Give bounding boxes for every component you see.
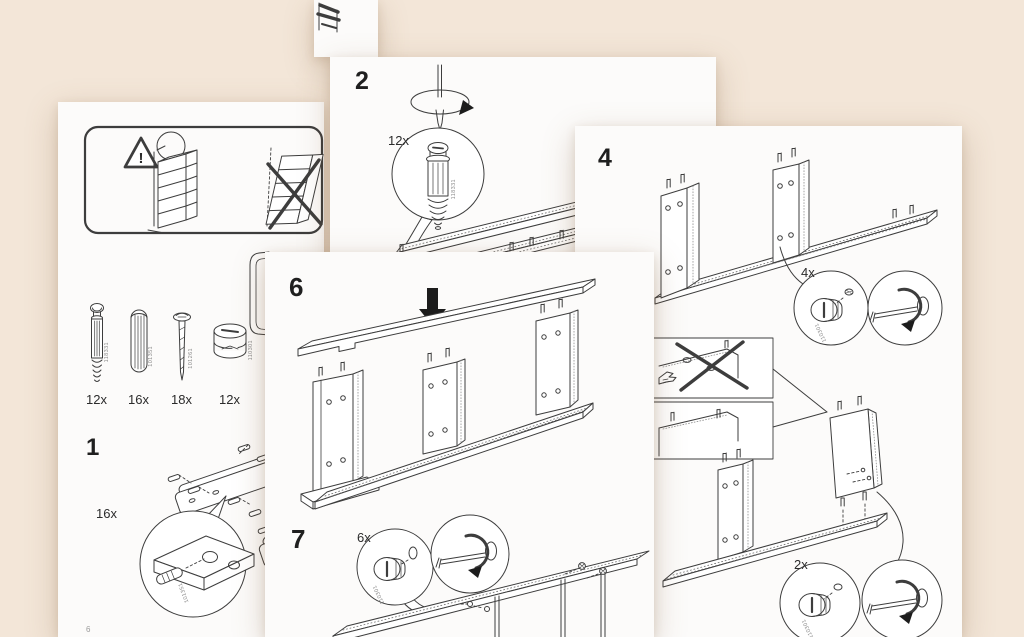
upright-bookcase-drawing bbox=[147, 131, 198, 234]
top-panel-floating bbox=[297, 278, 596, 357]
screw-icon bbox=[173, 312, 191, 381]
step4-lower-drawing bbox=[662, 395, 904, 589]
rail-studs bbox=[399, 224, 582, 253]
inset-wrong-panel bbox=[658, 339, 749, 392]
floating-divider-panel bbox=[829, 395, 883, 507]
step7-drawing bbox=[332, 550, 650, 637]
cam-lock-icon bbox=[213, 323, 247, 359]
base-rail bbox=[314, 402, 594, 510]
step4-callout-bottom-qty: 2x bbox=[794, 557, 808, 572]
cross-x-icon bbox=[675, 340, 749, 392]
hardware-qty-cam-bolt: 12x bbox=[86, 392, 107, 407]
step1-number: 1 bbox=[86, 434, 100, 461]
step6-drawing bbox=[297, 278, 596, 510]
step4-callout-top bbox=[793, 270, 943, 346]
step7-callout-qty: 6x bbox=[357, 530, 371, 545]
part-number-cam-lock: 110301 bbox=[248, 340, 254, 361]
hardware-qty-dowel: 16x bbox=[128, 392, 149, 407]
screwdriver-turn-icon-bottom bbox=[866, 579, 928, 624]
step2-number: 2 bbox=[355, 67, 369, 95]
cam-lock-detail-bottom bbox=[798, 593, 831, 617]
screwdriver-turn-icon bbox=[435, 533, 497, 578]
step2-callout-qty: 12x bbox=[388, 133, 409, 148]
inset-correct-panel bbox=[658, 408, 739, 457]
standing-divider-panel bbox=[717, 448, 754, 561]
wrong-right-inset bbox=[652, 337, 828, 460]
cross-x-icon bbox=[266, 158, 323, 230]
cam-lock-detail bbox=[373, 557, 406, 581]
step4-callout-bottom bbox=[779, 559, 943, 637]
step1-callout-qty: 16x bbox=[96, 506, 117, 521]
step2-callout-balloon bbox=[391, 127, 485, 257]
screwdriver-turn-icon-top bbox=[869, 287, 929, 332]
warning-triangle-icon: ! bbox=[123, 136, 159, 169]
cam-lock-detail bbox=[810, 298, 843, 322]
step6-number: 6 bbox=[289, 272, 304, 302]
hardware-row bbox=[90, 303, 247, 382]
warning-exclamation: ! bbox=[139, 150, 144, 167]
part-number-screw: 101261 bbox=[188, 348, 194, 369]
part-number-dowel: 101351 bbox=[148, 346, 154, 367]
floating-screws bbox=[564, 562, 607, 579]
hardware-qty-screw: 18x bbox=[171, 392, 192, 407]
warning-box: ! bbox=[83, 125, 324, 235]
cam-bolt-large bbox=[426, 142, 450, 230]
middle-divider-panel bbox=[772, 147, 810, 264]
partial-drawing-right-edge bbox=[249, 251, 270, 336]
part-number-cam-bolt: 118331 bbox=[104, 342, 110, 363]
tipping-bookcase-crossed-drawing bbox=[265, 147, 324, 230]
middle-divider bbox=[422, 347, 466, 455]
page-number: 6 bbox=[86, 625, 91, 634]
left-upright-panel bbox=[660, 173, 700, 299]
hardware-qty-cam-lock: 12x bbox=[219, 392, 240, 407]
wood-dowel-icon bbox=[130, 309, 148, 373]
step4-number: 4 bbox=[598, 144, 612, 172]
step2-callout-part-number: 118331 bbox=[451, 179, 457, 200]
right-divider bbox=[535, 298, 579, 416]
step7-callout bbox=[356, 514, 510, 615]
page-fragment-top bbox=[314, 0, 378, 57]
cam-bolt-icon bbox=[90, 303, 104, 382]
page-step6-7: 6 7 6x 110301 bbox=[265, 252, 654, 637]
fragment-artwork bbox=[316, 2, 341, 33]
hand-pointing-icon bbox=[658, 371, 677, 385]
dowel-pins bbox=[167, 444, 271, 534]
step4-assembly-drawing bbox=[654, 147, 938, 305]
step7-number: 7 bbox=[291, 524, 306, 554]
step1-magnifier-callout bbox=[139, 495, 255, 618]
step4-callout-top-qty: 4x bbox=[801, 265, 815, 280]
